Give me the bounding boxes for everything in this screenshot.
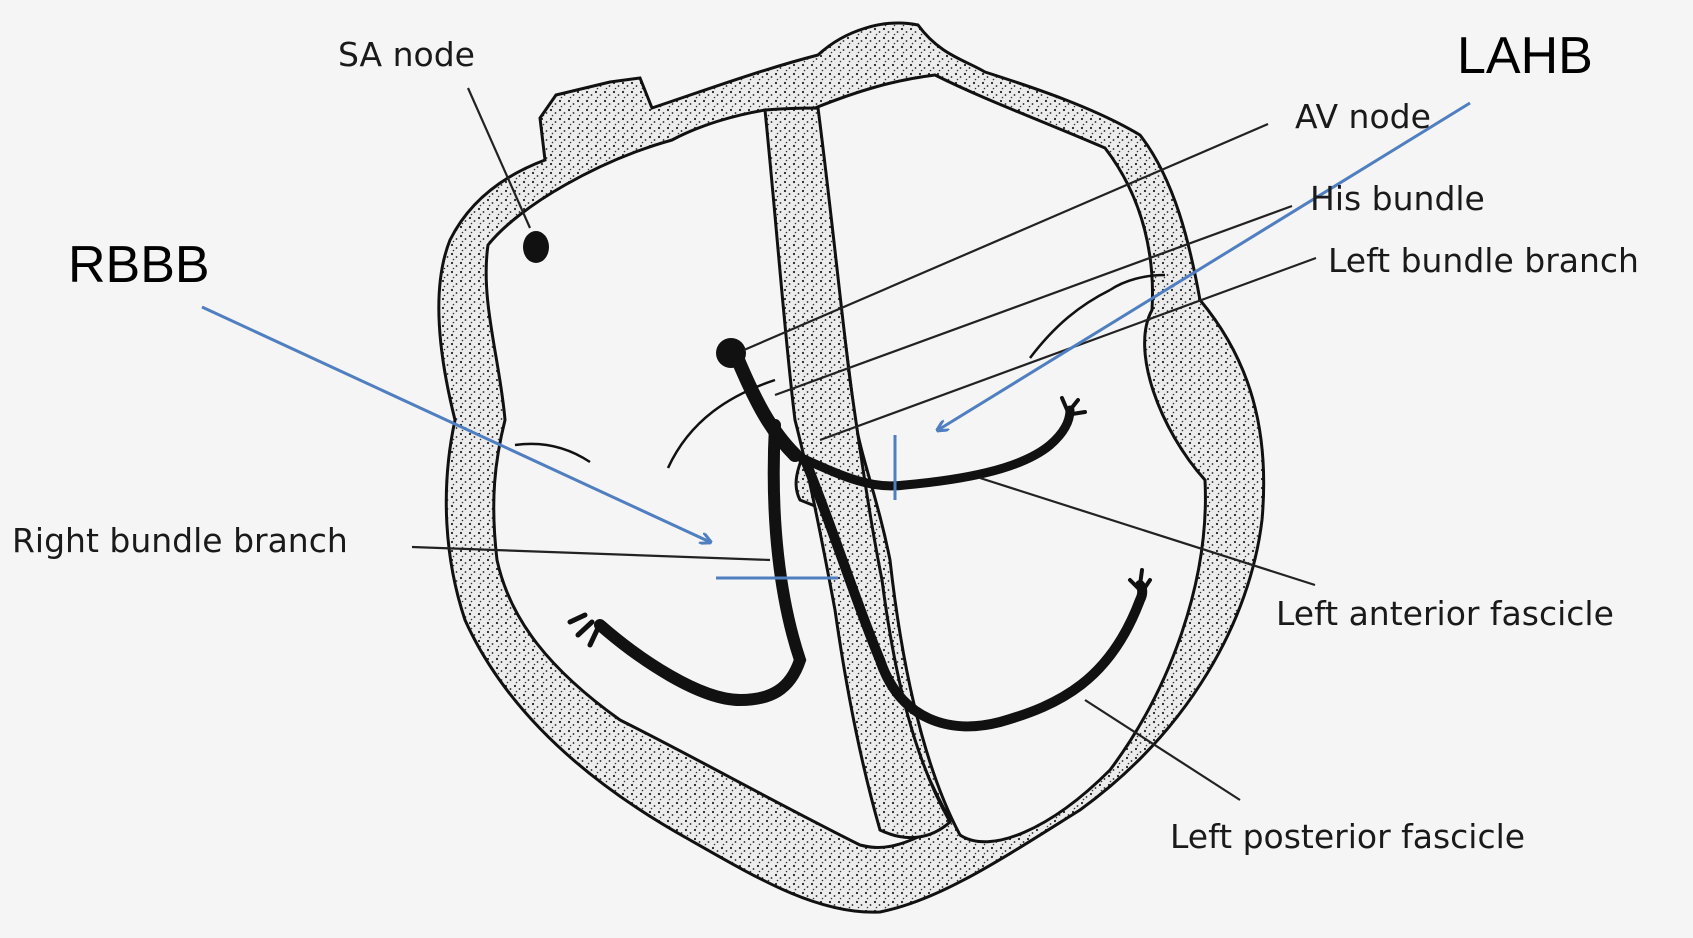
lahb-annotation: LAHB: [1457, 27, 1593, 85]
his-bundle-label: His bundle: [1310, 179, 1485, 218]
sa-node-label: SA node: [338, 35, 475, 74]
left-bundle-branch-label: Left bundle branch: [1328, 241, 1639, 280]
right-bundle-branch-label: Right bundle branch: [12, 521, 348, 560]
left-anterior-fascicle-label: Left anterior fascicle: [1276, 594, 1614, 633]
rbbb-annotation: RBBB: [68, 236, 210, 294]
sa-node-dot: [523, 231, 549, 263]
av-node-label: AV node: [1295, 97, 1431, 136]
left-posterior-fascicle-label: Left posterior fascicle: [1170, 817, 1525, 856]
